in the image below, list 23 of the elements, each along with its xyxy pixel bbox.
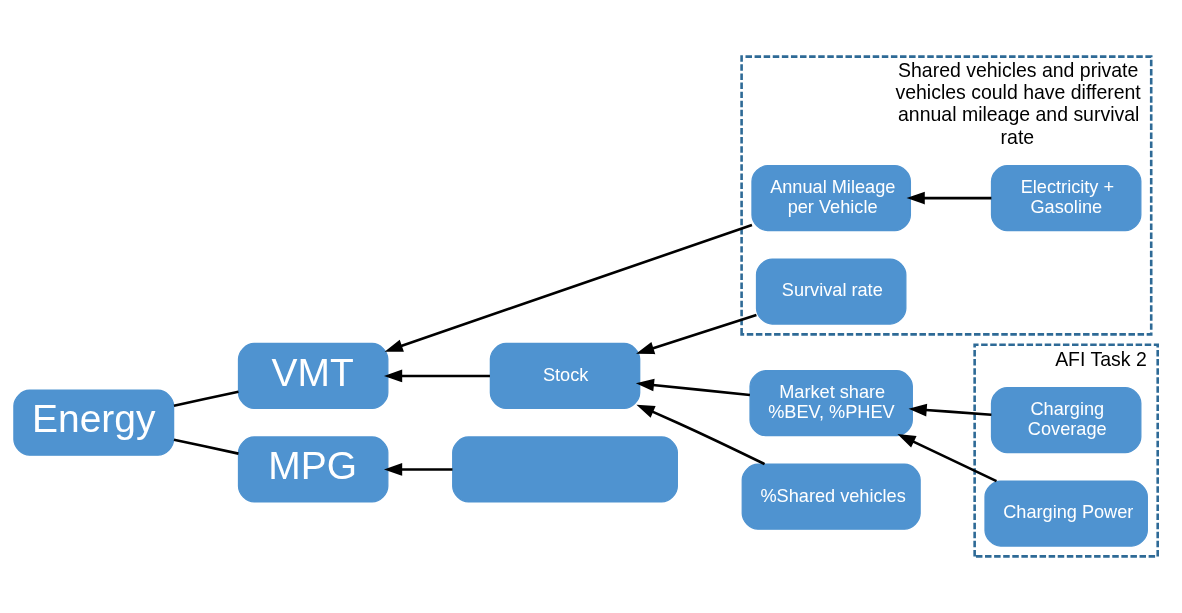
arrow — [908, 403, 992, 417]
connector — [173, 438, 239, 455]
node-box: Energy — [13, 389, 175, 456]
connector — [173, 390, 239, 407]
arrow — [897, 434, 998, 483]
node-box: %Shared vehicles — [741, 463, 921, 530]
node-box: Electricity + Gasoline — [990, 165, 1142, 232]
node-box: Stock — [489, 342, 641, 410]
arrow — [636, 404, 766, 466]
arrow — [383, 463, 453, 476]
arrow — [384, 223, 753, 352]
arrow — [635, 378, 751, 397]
node-box — [452, 436, 678, 503]
node-box: Annual Mileage per Vehicle — [751, 165, 912, 232]
node-box: Charging Power — [984, 480, 1148, 547]
node-box: Survival rate — [755, 258, 907, 325]
node-box: Charging Coverage — [990, 387, 1142, 454]
node-box: MPG — [237, 436, 389, 503]
arrow — [636, 313, 757, 355]
node-box: VMT — [237, 342, 389, 410]
node-box: Market share %BEV, %PHEV — [749, 370, 913, 437]
arrow — [383, 369, 490, 383]
arrow — [906, 191, 992, 205]
